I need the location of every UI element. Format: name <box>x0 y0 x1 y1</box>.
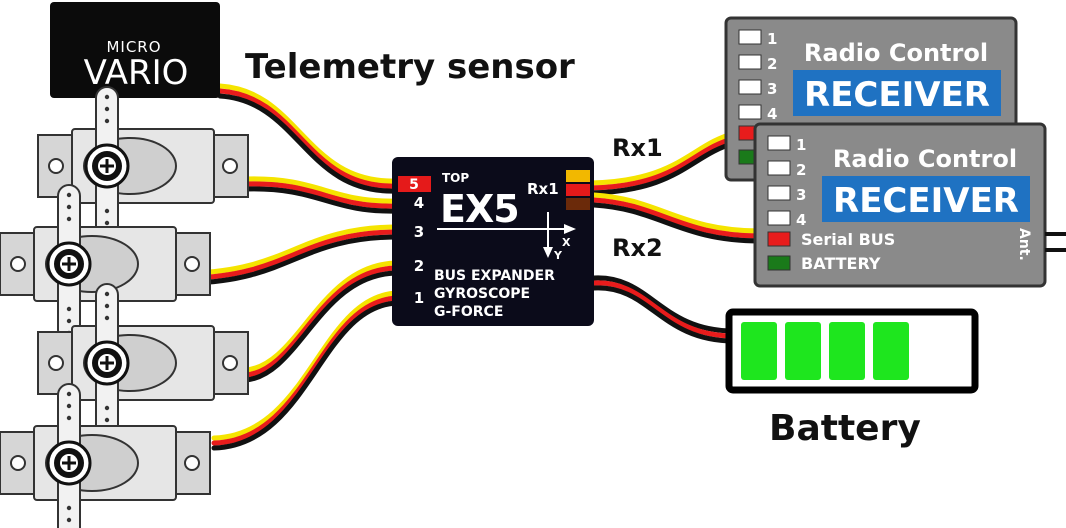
serial-bus-label: Serial BUS <box>801 230 895 249</box>
wire-rx1 <box>587 130 738 196</box>
channel-port <box>767 210 791 226</box>
receiver-badge: RECEIVER <box>804 75 990 115</box>
channel-label: 4 <box>767 105 777 123</box>
ex5-model-label: EX5 <box>440 187 519 231</box>
wire-label-rx2: Rx2 <box>612 234 663 262</box>
battery-cell-filled <box>829 322 865 380</box>
sensor-brand-top: MICRO <box>106 38 161 56</box>
axis-arrows <box>437 212 576 258</box>
channel-label: 4 <box>796 211 806 229</box>
port-1-label: 1 <box>414 289 424 307</box>
receiver-badge: RECEIVER <box>833 181 1019 221</box>
port-3-label: 3 <box>414 223 424 241</box>
channel-label: 3 <box>796 186 806 204</box>
port-5-label: 5 <box>409 177 419 193</box>
channel-port <box>767 185 791 201</box>
sensor-body <box>50 2 220 98</box>
servo-1 <box>37 86 249 244</box>
battery-port-label: BATTERY <box>801 254 881 273</box>
battery-cells <box>741 322 953 380</box>
antenna-label: Ant. <box>1016 228 1032 261</box>
rx1-connector-signal <box>566 170 590 182</box>
channel-port <box>767 160 791 176</box>
wire-battery <box>591 275 737 344</box>
ex5-top-label: TOP <box>442 171 469 185</box>
port-2-label: 2 <box>414 257 424 275</box>
battery-cell-filled <box>785 322 821 380</box>
port-4-label: 4 <box>414 194 424 212</box>
receiver-badge-bg <box>822 176 1030 222</box>
wire-label-rx1: Rx1 <box>612 134 663 162</box>
channel-label: 1 <box>796 136 806 154</box>
wire-servo-1 <box>243 176 401 214</box>
channel-port <box>738 54 762 70</box>
feature-gyroscope: GYROSCOPE <box>434 286 530 302</box>
feature-g-force: G-FORCE <box>434 304 503 320</box>
servo-4 <box>0 383 211 528</box>
axis-y-label: Y <box>553 249 563 262</box>
ex5-module: 5 4 3 2 1 TOP EX5 Rx1 X Y BUS EXPANDER G… <box>392 157 594 326</box>
rx1-connector-minus <box>566 198 590 210</box>
ex5-body <box>392 157 594 326</box>
wire-servo-4 <box>211 290 401 451</box>
battery-cell-filled <box>873 322 909 380</box>
channel-port <box>738 79 762 95</box>
axis-x-label: X <box>562 236 571 249</box>
servos <box>0 86 249 528</box>
servo-2 <box>0 184 211 342</box>
battery-cell-empty <box>917 322 953 380</box>
channel-label: 3 <box>767 80 777 98</box>
battery <box>725 308 979 394</box>
wire-rx2 <box>591 192 763 244</box>
receiver-badge-bg <box>793 70 1001 116</box>
channel-label: 2 <box>767 55 777 73</box>
battery-caption: Battery <box>769 408 921 449</box>
telemetry-sensor: MICRO VARIO <box>50 2 220 98</box>
feature-bus-expander: BUS EXPANDER <box>434 268 555 284</box>
channel-label: 1 <box>767 30 777 48</box>
channel-port <box>767 135 791 151</box>
receiver-title: Radio Control <box>804 39 988 67</box>
wires <box>187 83 763 451</box>
wire-servo-2 <box>187 224 401 286</box>
channel-label: 2 <box>796 161 806 179</box>
receiver-title: Radio Control <box>833 145 1017 173</box>
wire-servo-3 <box>243 260 401 383</box>
ex5-rx1-port-label: Rx1 <box>527 180 559 198</box>
battery-port <box>767 255 791 271</box>
wire-sensor <box>217 83 401 194</box>
rx1-connector-plus <box>566 184 590 196</box>
sensor-brand-bottom: VARIO <box>84 53 189 93</box>
port-5-highlight <box>398 176 431 192</box>
battery-cell-filled <box>741 322 777 380</box>
channel-port <box>738 104 762 120</box>
channel-port <box>738 29 762 45</box>
sensor-caption: Telemetry sensor <box>245 47 575 87</box>
serial-port <box>767 231 791 247</box>
